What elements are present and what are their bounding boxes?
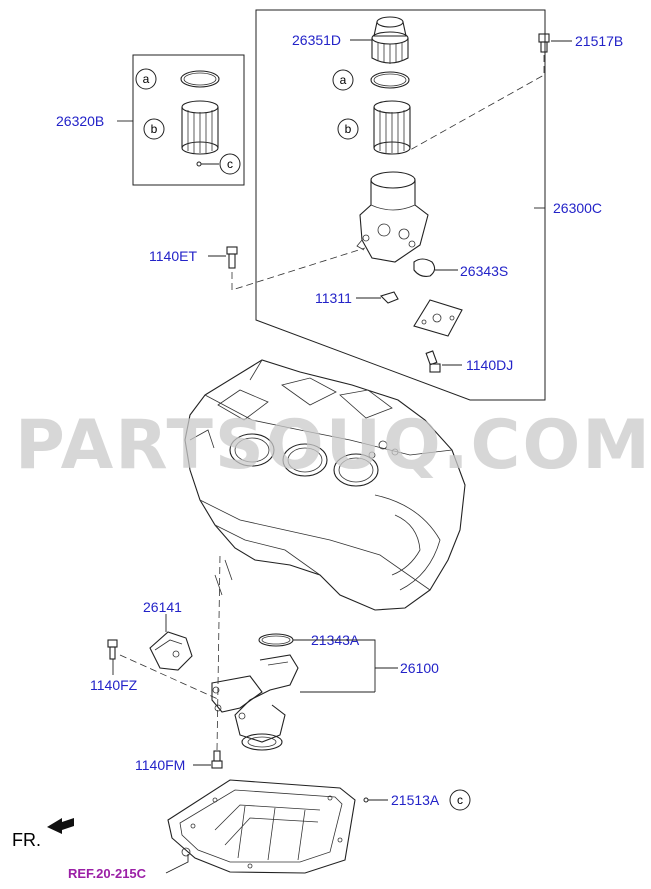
label-26320B[interactable]: 26320B [56, 113, 104, 129]
label-26351D[interactable]: 26351D [292, 32, 341, 48]
gasket-26343S [413, 258, 436, 277]
callout-b-main: b [337, 118, 359, 140]
engine-block [184, 359, 466, 611]
assembly-box-26300C [255, 9, 546, 401]
oil-pump-cover-26141 [149, 631, 193, 671]
bolt-21517B [538, 33, 550, 53]
o-ring-main [370, 71, 410, 89]
o-ring-small-kit [180, 70, 220, 88]
watermark: PARTSOUQ.COM [15, 406, 651, 485]
kit-box-26320B [132, 54, 245, 186]
front-direction-arrow-icon [47, 818, 74, 834]
bolt-1140FM [211, 750, 223, 769]
label-21513A[interactable]: 21513A [391, 792, 440, 808]
filter-cap [371, 16, 409, 64]
front-direction-label: FR. [12, 830, 41, 850]
svg-text:b: b [345, 122, 352, 136]
svg-text:a: a [143, 72, 150, 86]
ref-link[interactable]: REF.20-215C [68, 866, 147, 881]
label-1140FM[interactable]: 1140FM [135, 757, 185, 773]
oil-pan [167, 779, 356, 874]
oil-filter-housing [356, 171, 429, 263]
label-26343S[interactable]: 26343S [460, 263, 508, 279]
label-1140ET[interactable]: 1140ET [149, 248, 197, 264]
bolt-1140DJ [425, 350, 441, 373]
svg-text:c: c [457, 793, 463, 807]
clip-11311 [379, 291, 399, 304]
label-26100[interactable]: 26100 [400, 660, 439, 676]
drain-plug-21513A-callout: c [363, 789, 471, 811]
bolt-1140ET [226, 246, 238, 269]
oil-pump-26100 [211, 654, 299, 751]
callout-a-kit: a [135, 68, 157, 90]
filter-element-kit [181, 100, 219, 155]
cooler-plate [413, 299, 463, 337]
svg-text:c: c [227, 157, 233, 171]
bolt-1140FZ [107, 639, 118, 660]
label-26300C[interactable]: 26300C [553, 200, 602, 216]
o-ring-21343A [258, 633, 294, 647]
callout-a-main: a [332, 69, 354, 91]
svg-text:b: b [151, 122, 158, 136]
label-1140FZ[interactable]: 1140FZ [90, 677, 138, 693]
callout-c-kit: c [196, 153, 241, 175]
label-1140DJ[interactable]: 1140DJ [466, 357, 513, 373]
filter-element-main [373, 100, 411, 155]
label-11311[interactable]: 11311 [315, 290, 352, 306]
label-26141[interactable]: 26141 [143, 599, 182, 615]
label-21517B[interactable]: 21517B [575, 33, 623, 49]
svg-text:a: a [340, 73, 347, 87]
callout-b-kit: b [143, 118, 165, 140]
